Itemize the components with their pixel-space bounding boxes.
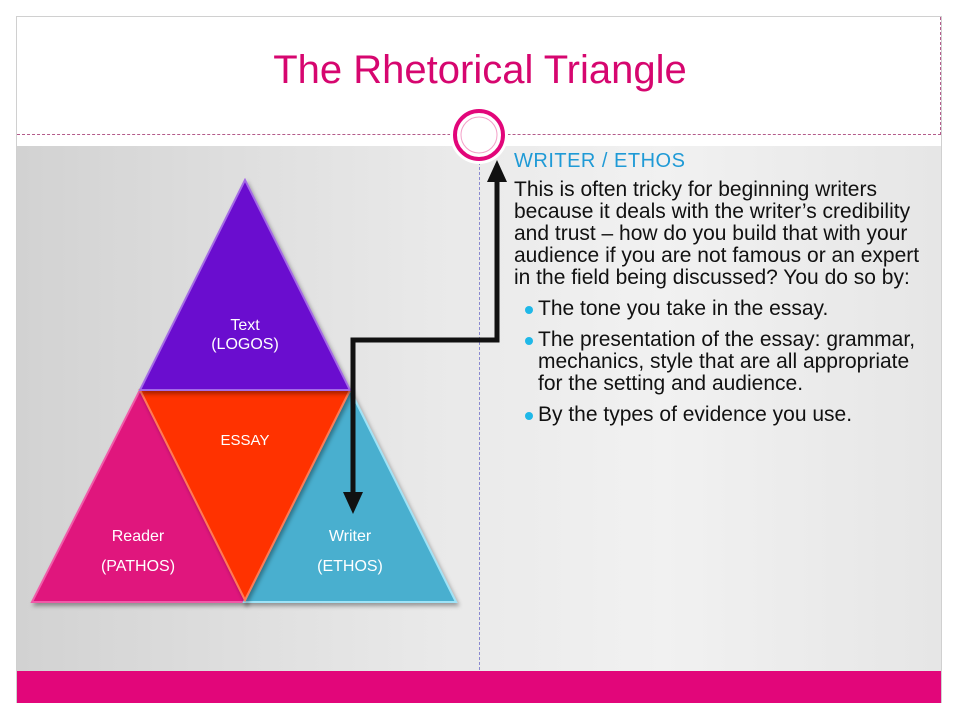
footer-bar bbox=[17, 671, 941, 703]
arrow-head-up bbox=[487, 160, 507, 182]
bullet-dot-icon bbox=[525, 412, 533, 420]
reader-pathos-label: Reader (PATHOS) bbox=[86, 522, 190, 582]
column-divider bbox=[479, 162, 480, 670]
bullet-text: By the types of evidence you use. bbox=[538, 403, 853, 426]
bullet-text: The tone you take in the essay. bbox=[538, 297, 829, 320]
connector-arrow bbox=[350, 178, 500, 508]
panel-heading: WRITER / ETHOS bbox=[514, 150, 686, 172]
text-logos-triangle bbox=[138, 177, 352, 391]
bullet-dot-icon bbox=[525, 337, 533, 345]
list-item: By the types of evidence you use. bbox=[514, 404, 924, 426]
essay-label: ESSAY bbox=[220, 432, 270, 449]
text-label-line2: (LOGOS) bbox=[211, 336, 279, 353]
text-logos-label: Text (LOGOS) bbox=[195, 316, 295, 354]
ethos-text-panel: WRITER / ETHOS This is often tricky for … bbox=[514, 150, 924, 435]
arrow-head-down bbox=[343, 492, 363, 514]
writer-label-line2: (ETHOS) bbox=[317, 558, 383, 575]
panel-paragraph: This is often tricky for beginning write… bbox=[514, 178, 920, 289]
right-divider bbox=[940, 17, 941, 135]
writer-label-line1: Writer bbox=[328, 528, 372, 545]
writer-ethos-label: Writer (ETHOS) bbox=[298, 522, 402, 582]
slide-title: The Rhetorical Triangle bbox=[273, 48, 687, 92]
reader-label-line1: Reader bbox=[111, 528, 165, 545]
text-label-line1: Text bbox=[230, 317, 260, 334]
bullet-dot-icon bbox=[525, 306, 533, 314]
bullet-list: The tone you take in the essay. The pres… bbox=[514, 298, 924, 426]
list-item: The tone you take in the essay. bbox=[514, 298, 924, 320]
bullet-text: The presentation of the essay: grammar, … bbox=[538, 328, 916, 395]
list-item: The presentation of the essay: grammar, … bbox=[514, 329, 924, 395]
reader-label-line2: (PATHOS) bbox=[100, 558, 176, 575]
decorative-ring-icon bbox=[450, 106, 508, 164]
